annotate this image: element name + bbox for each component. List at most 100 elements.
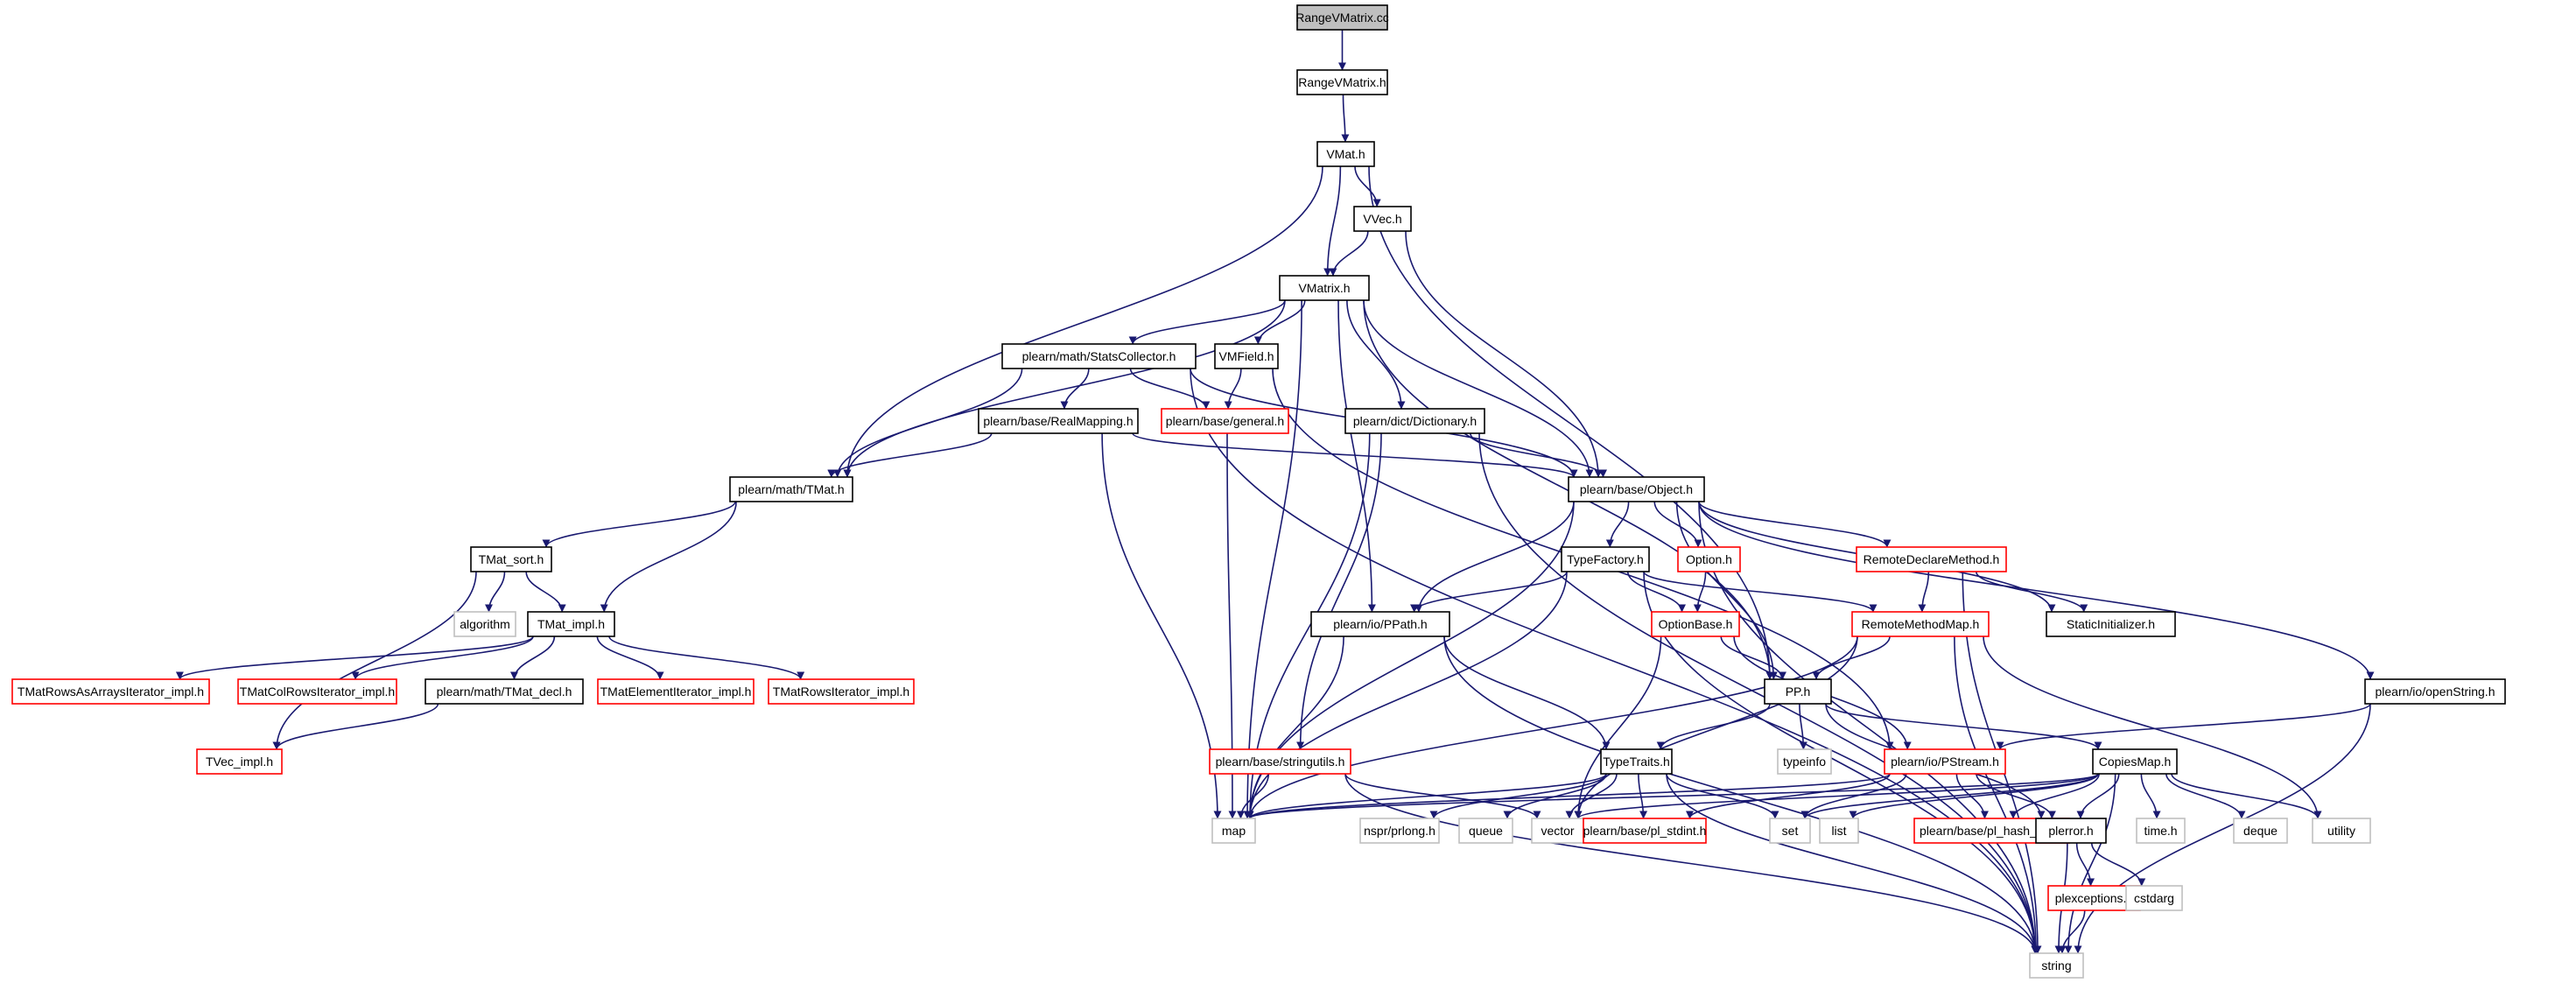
node-box-plearn-base-stringutils-h <box>1209 748 1351 775</box>
edge-plearn-base-realmapping-h-to-plearn-math-tmat-h <box>827 432 993 478</box>
node-remotedeclaremethod-h[interactable]: RemoteDeclareMethod.h <box>1856 546 2007 572</box>
edge-remotedeclaremethod-h-to-staticinitializer-h <box>1975 571 2088 613</box>
node-label-tmat-sort-h: TMat_sort.h <box>479 552 544 566</box>
node-plearn-io-ppath-h[interactable]: plearn/io/PPath.h <box>1310 611 1450 637</box>
node-label-queue: queue <box>1469 824 1503 838</box>
edge-plearn-dict-dictionary-h-to-plearn-base-stringutils-h <box>1296 432 1382 750</box>
node-label-vmfield-h: VMField.h <box>1218 349 1274 363</box>
node-box-nspr-prlong-h <box>1359 818 1440 844</box>
node-typefactory-h[interactable]: TypeFactory.h <box>1561 546 1650 572</box>
node-rangevmatrix-h[interactable]: RangeVMatrix.h <box>1296 69 1388 95</box>
node-typetraits-h[interactable]: TypeTraits.h <box>1600 748 1673 775</box>
edge-typetraits-h-to-vector <box>1565 773 1618 819</box>
node-box-plearn-io-openstring-h <box>2364 678 2506 705</box>
edge-vmat-h-to-vmatrix-h <box>1323 165 1342 277</box>
node-plearn-io-pstream-h[interactable]: plearn/io/PStream.h <box>1884 748 2006 775</box>
node-box-list <box>1819 818 1859 844</box>
node-vmat-h[interactable]: VMat.h <box>1316 141 1375 167</box>
node-vector: vector <box>1531 818 1584 844</box>
edge-plearn-io-ppath-h-to-typetraits-h <box>1443 635 1611 750</box>
node-tvec-impl-h[interactable]: TVec_impl.h <box>196 748 283 775</box>
edge-tmat-impl-h-to-plearn-math-tmat-decl-h <box>509 635 556 680</box>
node-plearn-base-pl-stdint-h[interactable]: plearn/base/pl_stdint.h <box>1583 818 1707 844</box>
edge-tmat-sort-h-to-tvec-impl-h <box>272 571 477 750</box>
node-plerror-h[interactable]: plerror.h <box>2035 818 2107 844</box>
node-label-algorithm: algorithm <box>460 617 510 631</box>
edge-copiesmap-h-to-time-h <box>2140 773 2161 819</box>
edge-vvec-h-to-plearn-base-object-h <box>1405 230 1603 478</box>
node-box-queue <box>1458 818 1513 844</box>
edge-plearn-math-tmat-h-to-tmat-sort-h <box>542 501 736 548</box>
node-box-cstdarg <box>2125 885 2183 911</box>
node-map: map <box>1211 818 1256 844</box>
edge-copiesmap-h-to-utility <box>2171 773 2322 819</box>
node-option-h[interactable]: Option.h <box>1677 546 1741 572</box>
edge-layer <box>176 29 2375 954</box>
edge-copiesmap-h-to-set <box>1800 773 2099 819</box>
edge-typefactory-h-to-remotemethodmap-h <box>1643 571 1878 613</box>
node-box-pp-h <box>1764 678 1832 705</box>
edge-plearn-math-statscollector-h-to-plearn-base-realmapping-h <box>1060 368 1090 410</box>
edge-plearn-math-tmat-h-to-tmat-impl-h <box>600 501 737 613</box>
node-label-vector: vector <box>1541 824 1574 838</box>
node-tmat-sort-h[interactable]: TMat_sort.h <box>470 546 552 572</box>
node-plearn-math-statscollector-h[interactable]: plearn/math/StatsCollector.h <box>1001 343 1197 369</box>
node-plearn-base-realmapping-h[interactable]: plearn/base/RealMapping.h <box>978 408 1139 434</box>
node-rangevmatrix-cc[interactable]: RangeVMatrix.cc <box>1295 4 1389 31</box>
node-tmatcolrowsiterator-impl-h[interactable]: TMatColRowsIterator_impl.h <box>237 678 397 705</box>
node-remotemethodmap-h[interactable]: RemoteMethodMap.h <box>1851 611 1990 637</box>
node-nspr-prlong-h: nspr/prlong.h <box>1359 818 1440 844</box>
edge-copiesmap-h-to-plerror-h <box>2076 773 2120 819</box>
node-label-plearn-io-openstring-h: plearn/io/openString.h <box>2376 685 2495 699</box>
node-staticinitializer-h[interactable]: StaticInitializer.h <box>2046 611 2176 637</box>
node-cstdarg: cstdarg <box>2125 885 2183 911</box>
node-copiesmap-h[interactable]: CopiesMap.h <box>2092 748 2178 775</box>
node-label-plearn-math-tmat-decl-h: plearn/math/TMat_decl.h <box>437 685 572 699</box>
edge-typefactory-h-to-optionbase-h <box>1626 571 1687 613</box>
node-vvec-h[interactable]: VVec.h <box>1353 206 1412 232</box>
edge-plerror-h-to-cstdarg <box>2090 842 2146 887</box>
node-label-vmat-h: VMat.h <box>1326 147 1365 161</box>
node-box-copiesmap-h <box>2092 748 2178 775</box>
node-typeinfo: typeinfo <box>1777 748 1832 775</box>
node-label-time-h: time.h <box>2144 824 2177 838</box>
node-plearn-base-general-h[interactable]: plearn/base/general.h <box>1161 408 1289 434</box>
node-box-plearn-base-pl-stdint-h <box>1583 818 1707 844</box>
edge-plearn-dict-dictionary-h-to-string <box>1478 432 2039 954</box>
node-label-tmatrowsasarraysiterator-impl-h: TMatRowsAsArraysIterator_impl.h <box>18 685 204 699</box>
edge-typetraits-h-to-nspr-prlong-h <box>1429 773 1607 819</box>
node-optionbase-h[interactable]: OptionBase.h <box>1651 611 1740 637</box>
node-tmatelementiterator-impl-h[interactable]: TMatElementIterator_impl.h <box>597 678 755 705</box>
edge-plearn-base-stringutils-h-to-vector <box>1344 773 1541 819</box>
node-string: string <box>2029 952 2084 979</box>
node-vmfield-h[interactable]: VMField.h <box>1214 343 1279 369</box>
node-layer: RangeVMatrix.ccRangeVMatrix.hVMat.hVVec.… <box>11 4 2506 979</box>
node-tmatrowsiterator-impl-h[interactable]: TMatRowsIterator_impl.h <box>768 678 915 705</box>
node-plearn-math-tmat-decl-h[interactable]: plearn/math/TMat_decl.h <box>425 678 584 705</box>
node-plearn-base-object-h[interactable]: plearn/base/Object.h <box>1568 476 1705 502</box>
edge-vmat-h-to-vvec-h <box>1354 165 1381 207</box>
node-plearn-base-stringutils-h[interactable]: plearn/base/stringutils.h <box>1209 748 1351 775</box>
node-box-typefactory-h <box>1561 546 1650 572</box>
node-plearn-dict-dictionary-h[interactable]: plearn/dict/Dictionary.h <box>1344 408 1485 434</box>
edge-plearn-base-object-h-to-option-h <box>1653 501 1702 548</box>
node-tmat-impl-h[interactable]: TMat_impl.h <box>527 611 615 637</box>
node-label-cstdarg: cstdarg <box>2134 891 2174 905</box>
edge-optionbase-h-to-pp-h <box>1720 635 1786 680</box>
edge-vmatrix-h-to-plearn-math-tmat-h <box>843 299 1286 478</box>
node-plearn-math-tmat-h[interactable]: plearn/math/TMat.h <box>729 476 853 502</box>
edge-plearn-io-pstream-h-to-plerror-h <box>1976 773 2056 819</box>
edge-plearn-io-pstream-h-to-map <box>1246 773 1891 819</box>
node-plearn-io-openstring-h[interactable]: plearn/io/openString.h <box>2364 678 2506 705</box>
edge-remotemethodmap-h-to-pp-h <box>1812 635 1891 680</box>
node-box-typetraits-h <box>1600 748 1673 775</box>
node-label-nspr-prlong-h: nspr/prlong.h <box>1364 824 1435 838</box>
node-tmatrowsasarraysiterator-impl-h[interactable]: TMatRowsAsArraysIterator_impl.h <box>11 678 210 705</box>
node-pp-h[interactable]: PP.h <box>1764 678 1832 705</box>
node-label-vmatrix-h: VMatrix.h <box>1298 281 1350 295</box>
node-vmatrix-h[interactable]: VMatrix.h <box>1279 275 1370 301</box>
edge-plearn-base-object-h-to-pp-h <box>1675 501 1778 680</box>
node-box-string <box>2029 952 2084 979</box>
node-label-plearn-base-object-h: plearn/base/Object.h <box>1580 482 1693 496</box>
edge-vmat-h-to-pp-h <box>1368 165 1774 680</box>
